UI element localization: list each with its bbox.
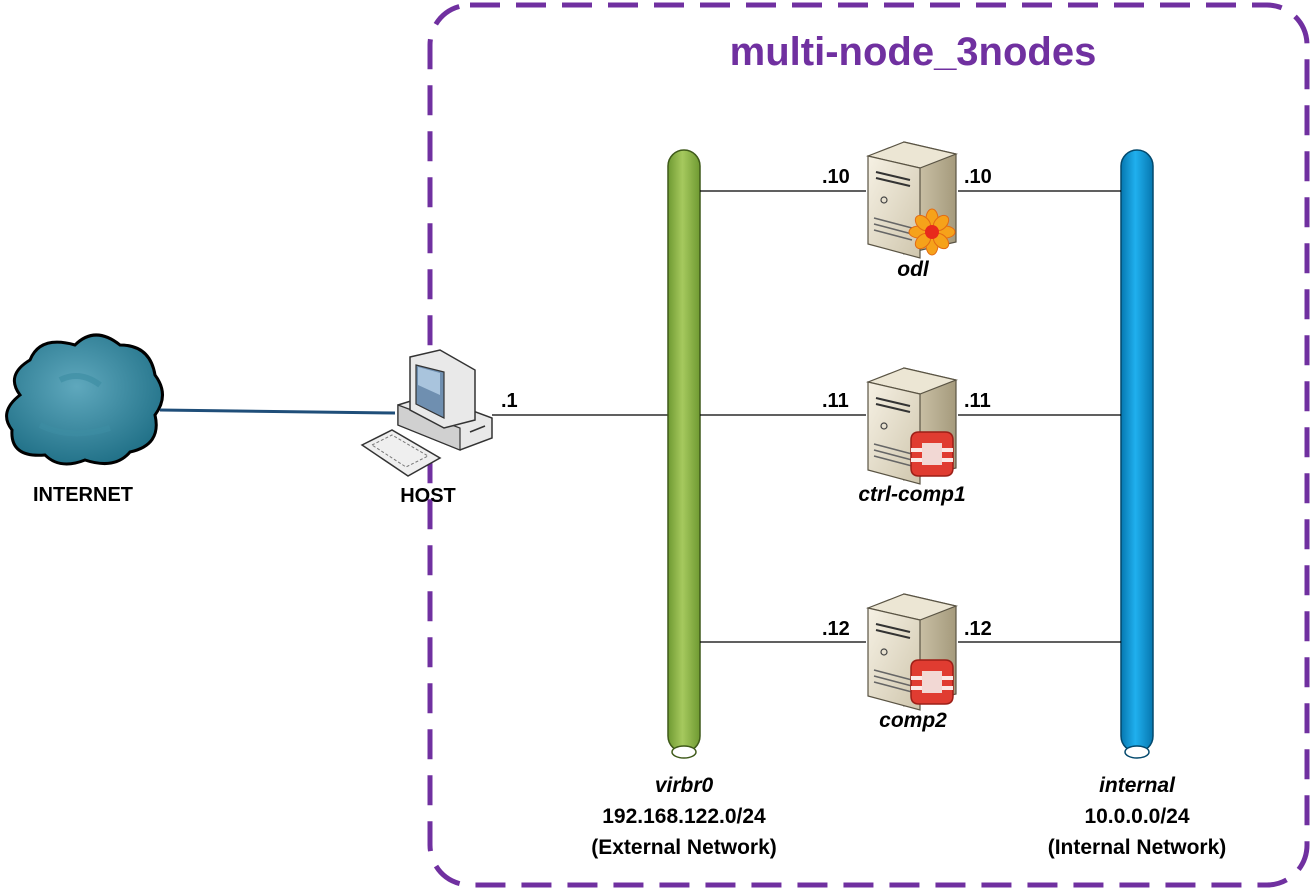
node-odl-ip-external: .10 <box>822 166 850 188</box>
network-virbr0-name: virbr0 <box>654 774 714 797</box>
network-virbr0-subnet: 192.168.122.0/24 <box>602 805 766 828</box>
node-ctrl-comp1-ip-internal: .11 <box>964 390 991 412</box>
node-comp2-name: comp2 <box>879 709 947 732</box>
host-label: HOST <box>400 485 456 507</box>
node-ctrl-comp1-ip-external: .11 <box>822 390 849 412</box>
network-internal-name: internal <box>1099 774 1175 797</box>
node-comp2-ip-internal: .12 <box>964 618 992 640</box>
opendaylight-logo-icon <box>908 208 956 256</box>
node-links <box>700 190 1121 643</box>
environment-boundary <box>427 2 1310 888</box>
openstack-logo-icon <box>910 431 954 477</box>
host-ip-label: .1 <box>501 390 518 412</box>
internet-label: INTERNET <box>33 484 133 506</box>
node-ctrl-comp1-name: ctrl-comp1 <box>858 483 966 506</box>
network-internal-subnet: 10.0.0.0/24 <box>1084 805 1190 828</box>
network-virbr0-desc: (External Network) <box>591 836 777 859</box>
cloud-icon <box>5 333 164 466</box>
network-internal-desc: (Internal Network) <box>1047 836 1227 859</box>
node-odl-ip-internal: .10 <box>964 166 992 188</box>
computer-icon <box>360 349 493 477</box>
node-odl-name: odl <box>897 258 929 281</box>
openstack-logo-icon <box>910 659 954 705</box>
diagram-title: multi-node_3nodes <box>729 30 1097 74</box>
internet-uplink <box>159 408 396 415</box>
node-comp2-ip-external: .12 <box>822 618 850 640</box>
network-bus-virbr0 <box>667 149 701 759</box>
network-bus-internal <box>1120 149 1154 759</box>
